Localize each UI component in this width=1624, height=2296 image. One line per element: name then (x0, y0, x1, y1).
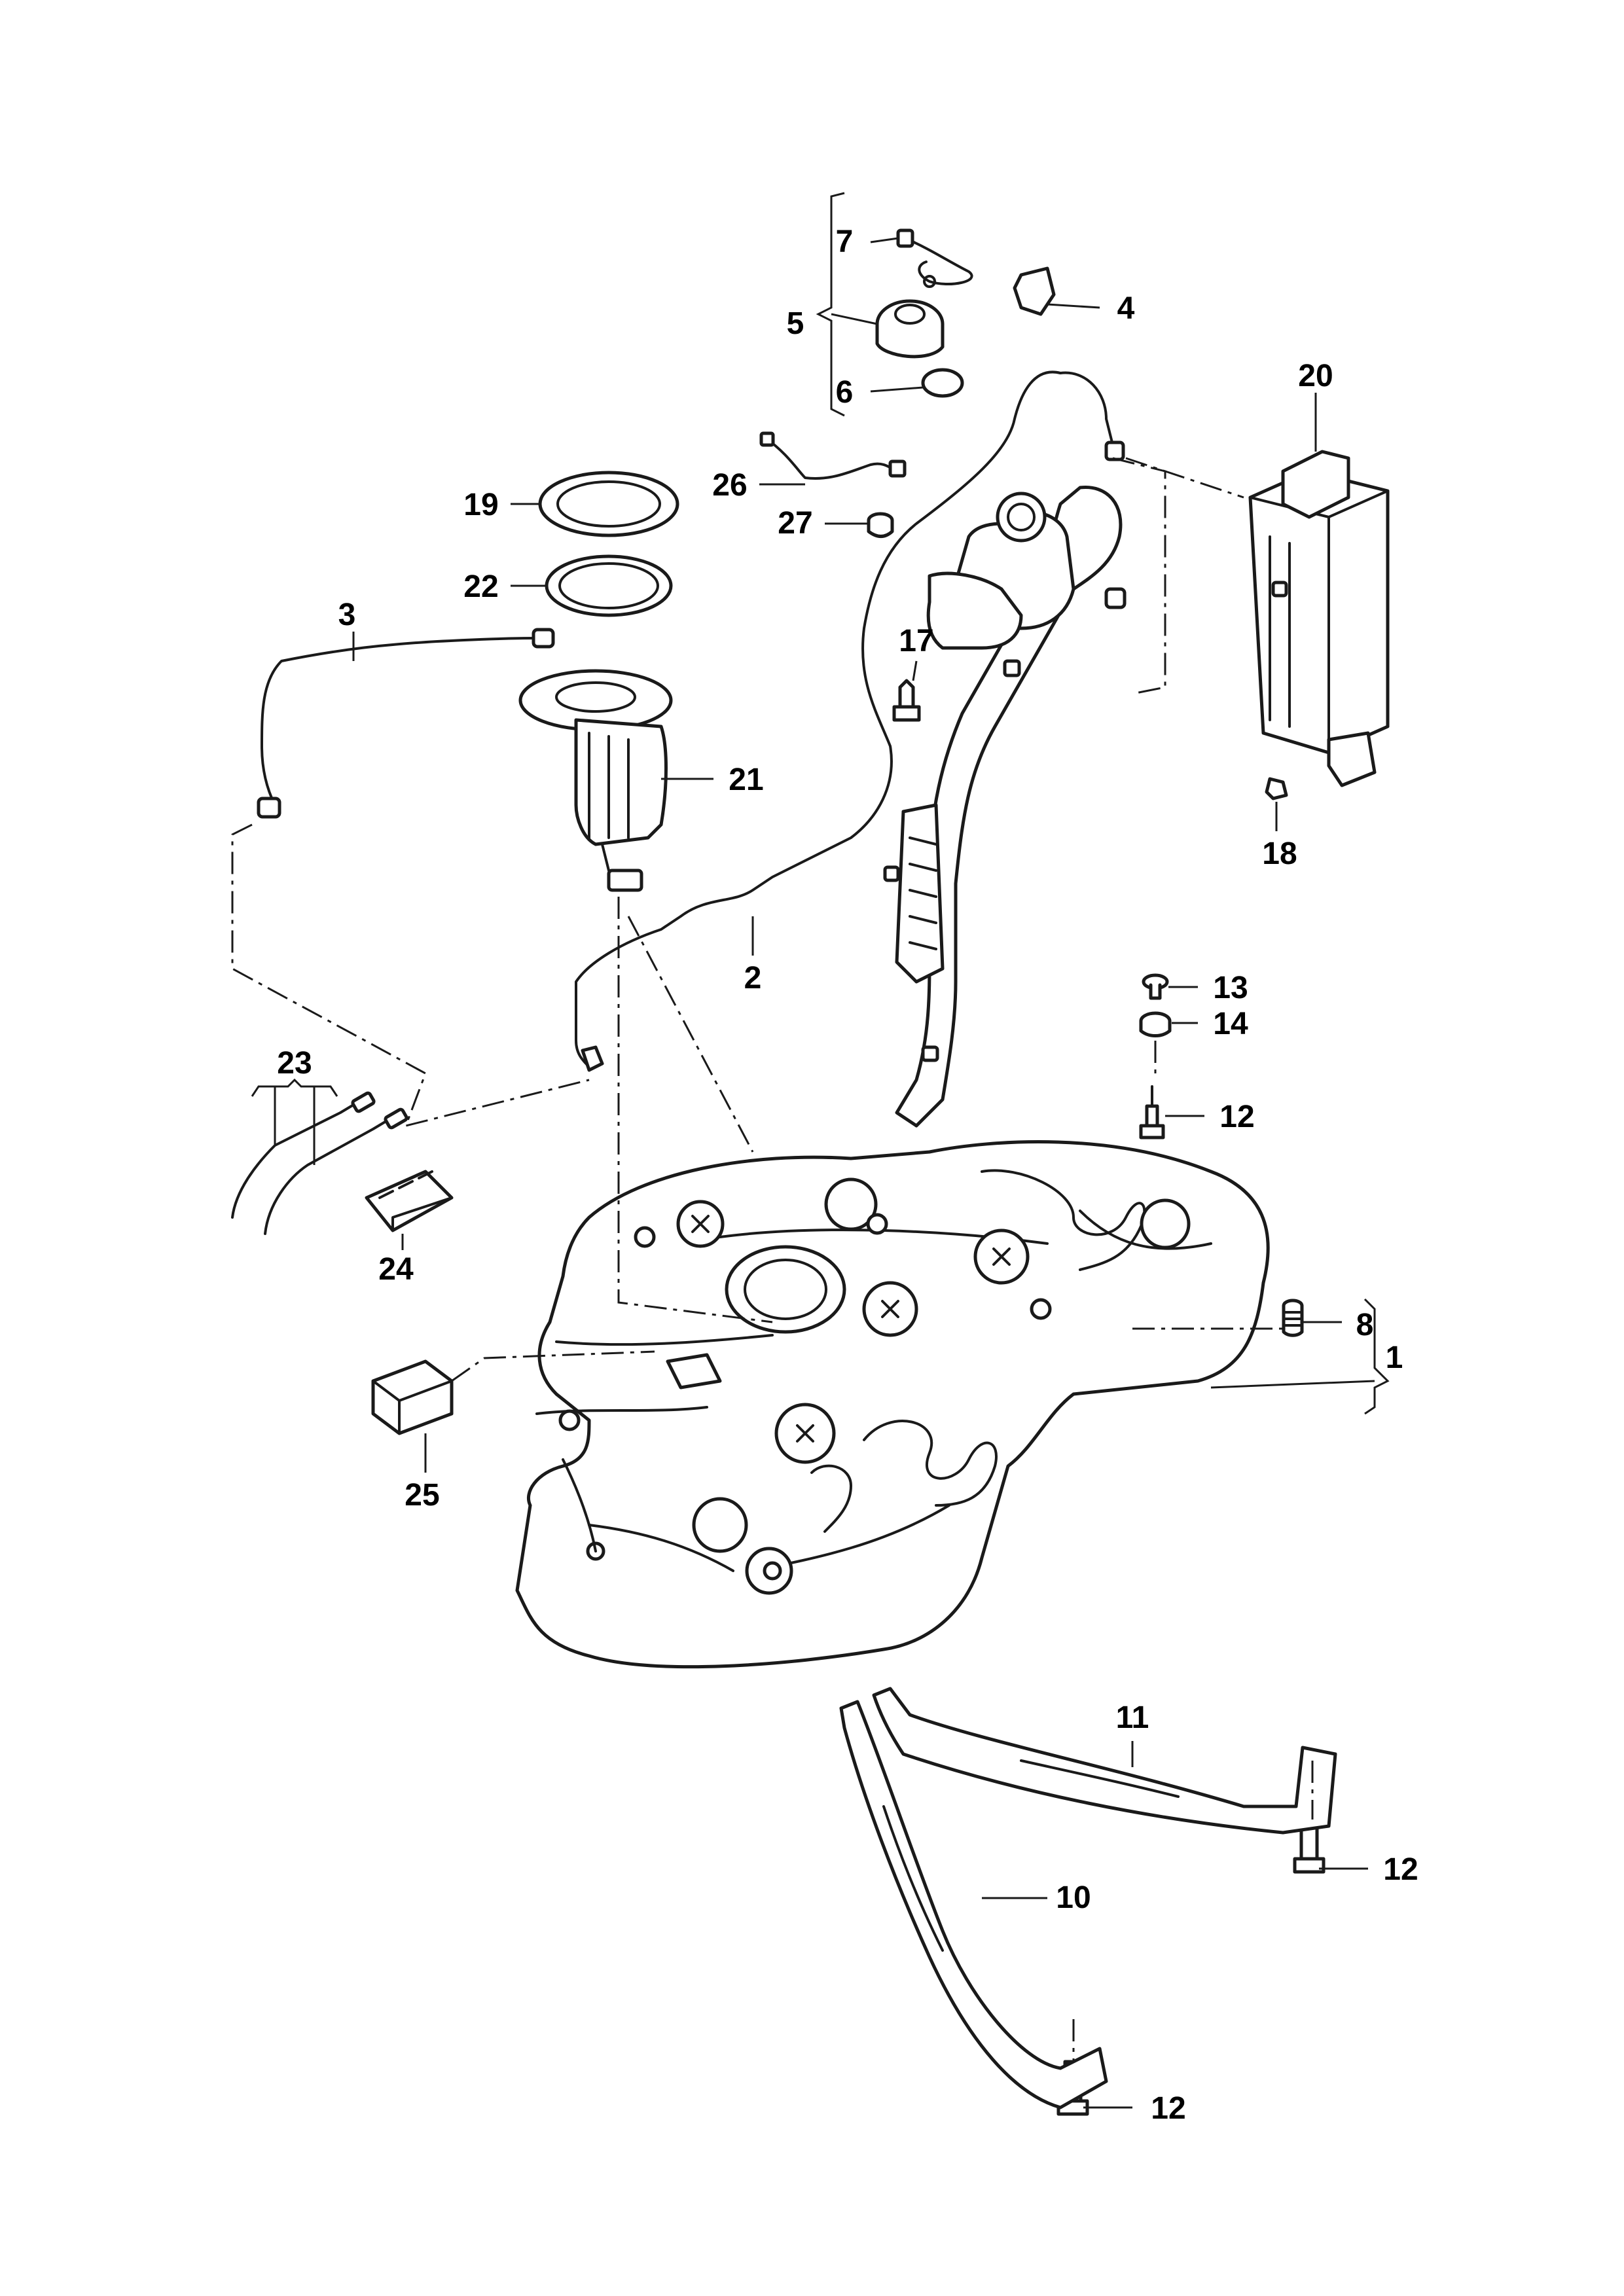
breather-line-end (581, 1045, 604, 1072)
callout-11: 11 (1116, 1700, 1149, 1735)
fuel-pump-module (518, 669, 673, 892)
callout-19: 19 (463, 488, 498, 522)
leader-6 (870, 386, 924, 393)
fuel-line (261, 637, 538, 806)
callout-5: 5 (787, 306, 804, 341)
line-connectors-23 (231, 1091, 408, 1235)
callout-1: 1 (1386, 1340, 1403, 1375)
breather-line-connector (1104, 440, 1125, 461)
tensioning-strap-rear (872, 1687, 1337, 1835)
callout-18: 18 (1262, 836, 1297, 871)
assembly-line-7 (451, 1350, 655, 1382)
leader-1 (1210, 1380, 1375, 1389)
fuel-line-connector-top (532, 628, 555, 649)
callout-14: 14 (1213, 1007, 1248, 1041)
callout-8: 8 (1356, 1308, 1374, 1342)
seal-ring (545, 554, 673, 617)
callout-20: 20 (1298, 359, 1333, 393)
rubber-bushing (867, 512, 894, 538)
charcoal-canister (1248, 450, 1390, 787)
callout-24: 24 (378, 1252, 414, 1287)
assembly-line-5 (1125, 457, 1244, 499)
callout-17: 17 (899, 624, 933, 658)
callout-2: 2 (744, 961, 762, 996)
callout-26: 26 (712, 468, 747, 503)
vent-cap (1282, 1299, 1304, 1337)
leader-7 (870, 237, 899, 243)
assembly-line-1 (231, 823, 590, 1128)
tensioning-strap-front (839, 1700, 1108, 2109)
callout-6: 6 (836, 375, 854, 410)
bracket-1 (1363, 1298, 1390, 1415)
connector-housing-25 (371, 1359, 454, 1435)
washer (1142, 973, 1169, 1000)
callout-12-strap-bottom: 12 (1151, 2091, 1185, 2126)
assembly-line-3 (627, 916, 754, 1153)
assembly-line-2 (617, 897, 773, 1323)
sensor-cable-plug-left (759, 431, 775, 447)
bolt-17 (892, 679, 921, 722)
grommet (1139, 1011, 1172, 1037)
breather-line (574, 370, 1062, 1068)
callout-13: 13 (1213, 971, 1248, 1005)
sensor-cable-plug-right (888, 459, 907, 478)
callout-10: 10 (1056, 1880, 1091, 1915)
filler-neck-assembly (883, 485, 1127, 1128)
breather-line-top (1059, 371, 1114, 446)
leader-4 (1047, 303, 1100, 309)
bracket-23 (251, 1078, 338, 1097)
callout-4: 4 (1117, 291, 1135, 326)
callout-21: 21 (729, 762, 763, 797)
callout-25: 25 (405, 1478, 439, 1513)
callout-27: 27 (778, 506, 812, 541)
callout-22: 22 (463, 569, 498, 604)
bolt-12-tank (1139, 1085, 1165, 1139)
callout-3: 3 (338, 598, 356, 632)
cap-gasket (921, 368, 964, 398)
callout-23: 23 (277, 1046, 312, 1081)
fuel-line-connector-bottom (257, 797, 281, 819)
callout-12-tank: 12 (1219, 1100, 1254, 1134)
leader-17 (912, 660, 918, 681)
callout-7: 7 (836, 224, 854, 259)
callout-12-strap-right: 12 (1383, 1852, 1418, 1887)
sensor-cable (765, 437, 898, 480)
bracket-5 (816, 192, 845, 417)
bolt-18 (1265, 777, 1288, 800)
assembly-line-4 (1112, 457, 1166, 695)
filler-cap (875, 299, 945, 359)
bracket-5-arm-top (831, 313, 878, 325)
locking-ring (538, 471, 679, 537)
cap-sensor-wire (896, 228, 973, 288)
retaining-clip (1013, 266, 1056, 316)
connector-housing-24 (365, 1170, 454, 1232)
fuel-tank (515, 1140, 1270, 1669)
